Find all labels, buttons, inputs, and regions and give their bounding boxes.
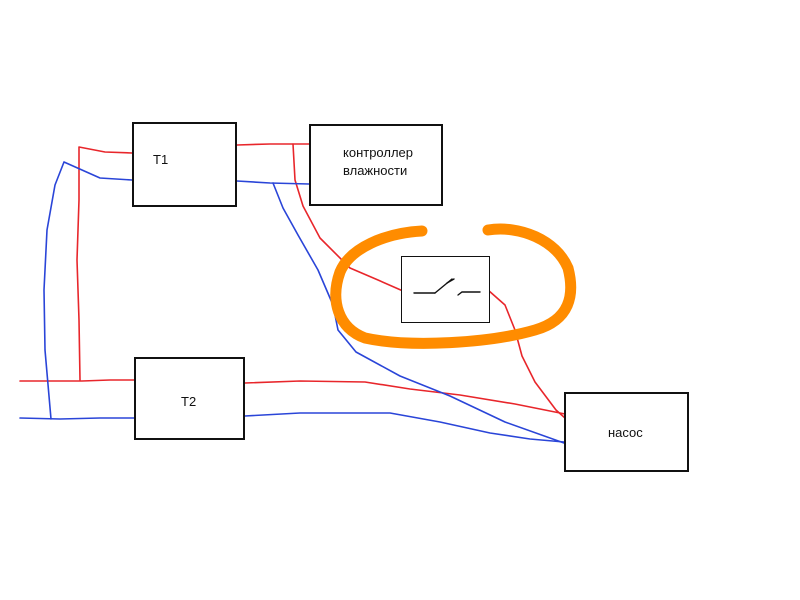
controller-label: контроллер влажности [343, 144, 441, 180]
red-wire-switch-to-pump [487, 289, 566, 419]
red-wire-t1-left-feed [76, 146, 133, 381]
blue-wire-t1-to-pump [272, 182, 565, 444]
controller-label-line2: влажности [343, 163, 408, 178]
blue-wire-mains-in [19, 417, 135, 420]
highlight-loop [330, 223, 577, 349]
red-wire-t1-to-controller [236, 143, 310, 146]
red-wire-mains-in [19, 379, 135, 382]
red-wire-t2-to-pump [244, 380, 566, 415]
red-wire-controller-to-switch [292, 143, 404, 292]
blue-wire-t1-to-controller [236, 180, 310, 185]
switch-contact-icon [413, 278, 481, 296]
humidity-controller-box: контроллер влажности [309, 124, 443, 206]
pump-label: насос [608, 425, 643, 440]
blue-wire-t1-left-feed [43, 161, 133, 420]
t2-box: T2 [134, 357, 245, 440]
t2-label: T2 [181, 394, 197, 409]
blue-wire-t2-to-pump [244, 412, 565, 443]
t1-label: T1 [153, 152, 169, 167]
controller-label-line1: контроллер [343, 145, 414, 160]
switch-box [401, 256, 490, 323]
t1-box: T1 [132, 122, 237, 207]
pump-box: насос [564, 392, 689, 472]
